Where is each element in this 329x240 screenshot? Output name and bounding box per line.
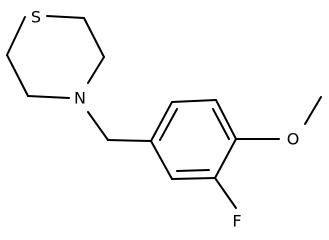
bond-ar1-ar2-inner: [159, 108, 178, 141]
bond-ar1-ar2: [150, 101, 173, 142]
bond-n-c3: [87, 56, 105, 84]
bond-ar5-f: [214, 177, 237, 209]
benzyl-linker: [87, 111, 152, 142]
bond-o-ch3: [304, 96, 322, 125]
fluoro-group: [214, 177, 237, 209]
bond-ch2-aryl: [107, 139, 152, 142]
bond-c3-c4: [83, 17, 105, 58]
bond-ar3-ar4: [215, 99, 237, 140]
bond-ar2-ar3: [171, 99, 217, 103]
bond-ar6-ar1: [150, 140, 173, 180]
methoxy-group: [235, 96, 322, 140]
bond-n-ch2: [87, 111, 109, 141]
bond-c4-s: [46, 15, 85, 19]
bond-ar3-ar4-inner: [212, 108, 230, 140]
bond-c1-c2: [6, 54, 29, 97]
bond-ar4-ar5: [214, 138, 237, 179]
bond-ar5-ar6: [171, 177, 216, 180]
bond-c2-n: [27, 95, 70, 99]
fluorine-atom-label: F: [232, 212, 241, 231]
thiomorpholine-ring: [6, 15, 105, 99]
nitrogen-atom-label: N: [74, 89, 86, 108]
bond-ar5-ar6-inner: [176, 169, 210, 172]
sulfur-atom-label: S: [31, 8, 41, 27]
oxygen-atom-label: O: [287, 130, 300, 149]
bond-s-c1: [6, 16, 26, 56]
benzene-ring: [150, 99, 237, 180]
